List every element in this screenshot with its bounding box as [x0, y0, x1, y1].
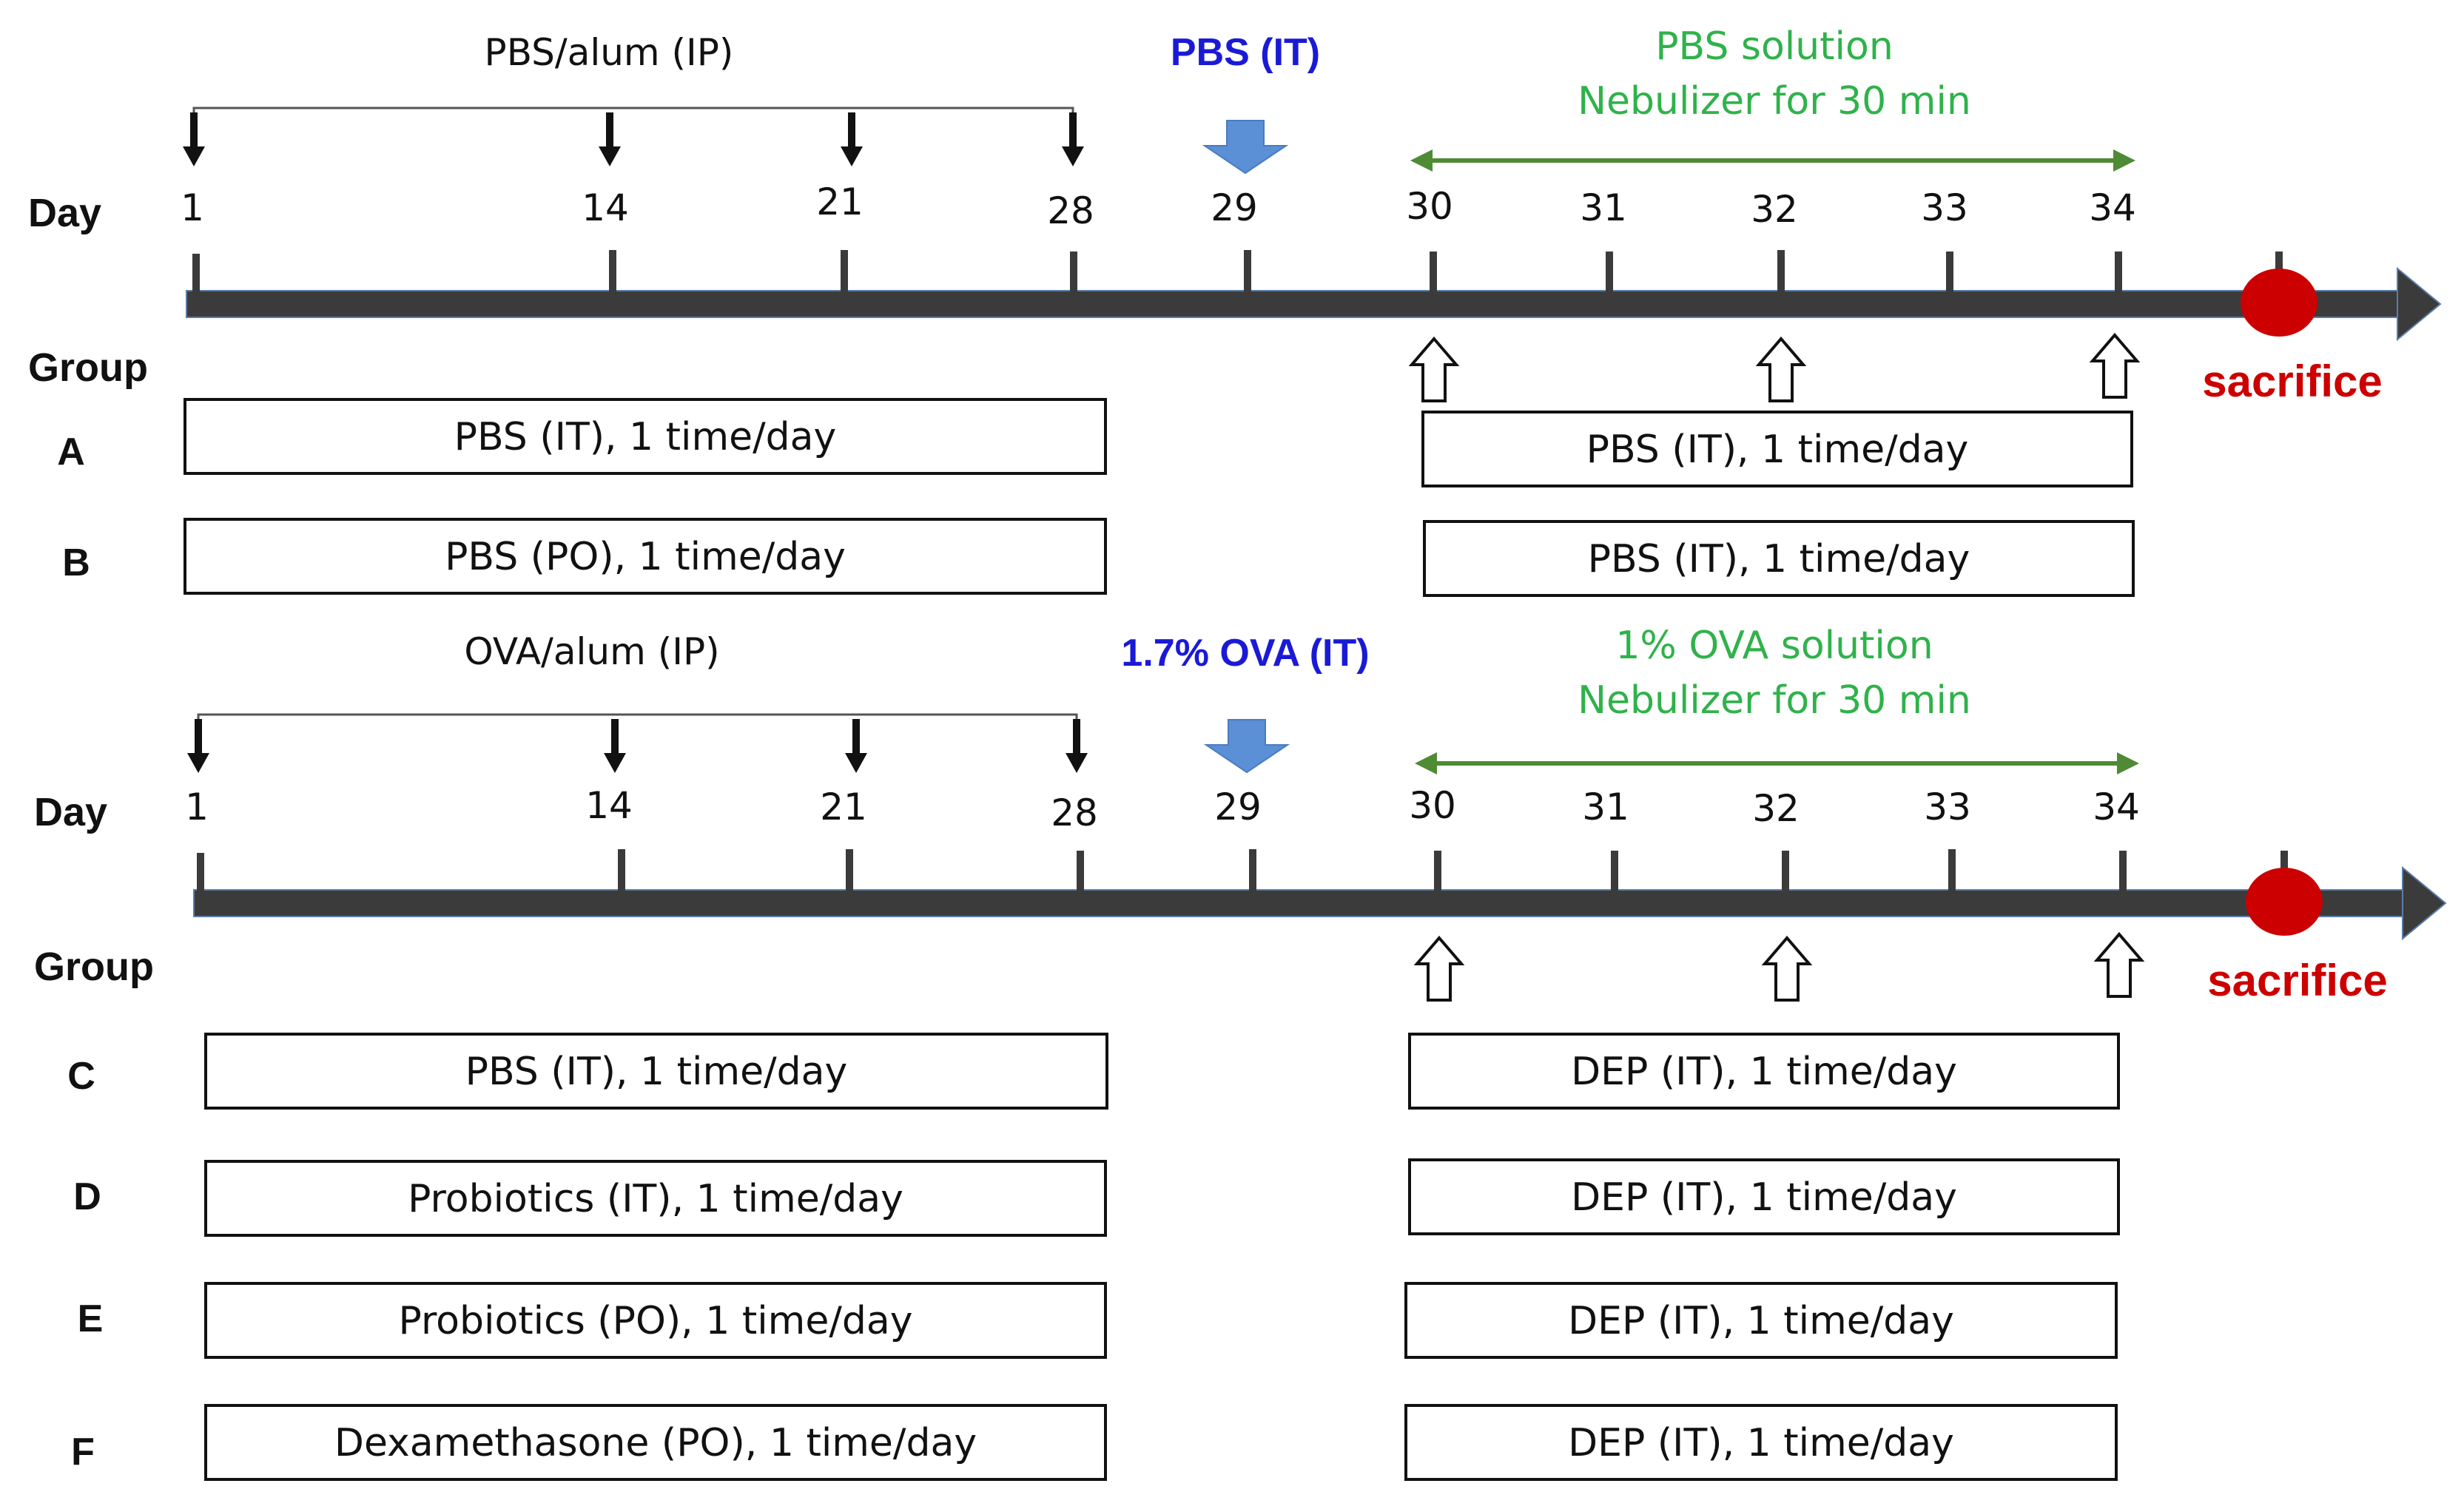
treatment-arrow-icon	[1408, 336, 1460, 402]
post-treatment-text: DEP (IT), 1 time/day	[1568, 1299, 1954, 1343]
day-tick-label: 32	[1751, 188, 1798, 231]
pre-treatment-text: PBS (PO), 1 time/day	[445, 535, 846, 579]
pre-treatment-box	[204, 1404, 1107, 1481]
group-label: Group	[34, 945, 154, 989]
post-treatment-box	[1421, 411, 2133, 487]
day-tick-label: 31	[1580, 186, 1627, 229]
day-tick-label: 30	[1406, 185, 1453, 228]
injection-arrow-icon	[604, 719, 626, 773]
injection-arrow-icon	[187, 719, 209, 773]
post-treatment-text: PBS (IT), 1 time/day	[1588, 537, 1970, 581]
day-tick-label: 29	[1214, 786, 1262, 828]
sacrifice-marker	[2241, 269, 2317, 337]
sacrifice-marker	[2246, 868, 2323, 936]
challenge-arrow-icon	[1202, 120, 1289, 175]
sensitization-label: PBS/alum (IP)	[485, 31, 734, 74]
day-tick-label: 33	[1921, 186, 1968, 229]
pre-treatment-text: PBS (IT), 1 time/day	[465, 1050, 848, 1094]
post-treatment-text: DEP (IT), 1 time/day	[1568, 1421, 1954, 1465]
post-treatment-box	[1404, 1282, 2118, 1359]
day-tick-label: 1	[185, 786, 209, 828]
injection-arrow-icon	[1062, 112, 1084, 166]
group-name: D	[73, 1175, 101, 1218]
day-tick-label: 28	[1051, 791, 1098, 834]
day-tick-label: 30	[1409, 784, 1456, 827]
pre-treatment-text: PBS (IT), 1 time/day	[454, 415, 837, 459]
pre-treatment-text: Probiotics (PO), 1 time/day	[399, 1299, 913, 1343]
day-ticks	[197, 849, 2288, 891]
day-tick-label: 21	[816, 180, 864, 223]
day-tick-label: 29	[1211, 186, 1258, 229]
post-treatment-box	[1408, 1033, 2120, 1110]
sacrifice-label: sacrifice	[2207, 956, 2388, 1005]
day-label: Day	[28, 191, 101, 235]
panel-bottom: OVA/alum (IP) 1.7% OVA (IT) 1% OVA solut…	[34, 624, 2447, 1481]
day-tick-label: 32	[1752, 787, 1800, 830]
post-treatment-text: DEP (IT), 1 time/day	[1571, 1175, 1957, 1220]
injection-arrow-icon	[183, 112, 205, 166]
nebulizer-label-line2: Nebulizer for 30 min	[1578, 678, 1971, 723]
group-label: Group	[28, 345, 148, 390]
panel-top: PBS/alum (IP) PBS (IT) PBS solution Nebu…	[28, 24, 2442, 597]
challenge-label: 1.7% OVA (IT)	[1121, 632, 1369, 675]
post-treatment-box	[1408, 1158, 2120, 1235]
treatment-arrow-icon	[1761, 935, 1813, 1002]
pre-treatment-box	[204, 1282, 1107, 1359]
day-label: Day	[34, 790, 107, 834]
pre-treatment-box	[184, 398, 1107, 475]
post-treatment-box	[1423, 520, 2135, 597]
day-tick-label: 33	[1924, 786, 1971, 828]
sensitization-label: OVA/alum (IP)	[464, 630, 719, 673]
pre-treatment-box	[204, 1033, 1108, 1110]
day-tick-label: 28	[1047, 189, 1094, 232]
day-tick-label: 21	[820, 786, 867, 828]
group-name: A	[57, 431, 85, 473]
pre-treatment-text: Dexamethasone (PO), 1 time/day	[334, 1421, 977, 1465]
injection-arrow-icon	[845, 719, 867, 773]
day-tick-label: 1	[181, 186, 204, 229]
day-tick-label: 14	[582, 186, 629, 229]
pre-treatment-text: Probiotics (IT), 1 time/day	[408, 1177, 903, 1221]
nebulizer-label-line2: Nebulizer for 30 min	[1578, 79, 1971, 124]
group-name: C	[67, 1055, 95, 1098]
group-name: B	[62, 541, 90, 584]
challenge-label: PBS (IT)	[1171, 31, 1320, 74]
post-treatment-text: DEP (IT), 1 time/day	[1571, 1050, 1957, 1094]
sacrifice-label: sacrifice	[2202, 357, 2383, 406]
nebulizer-label-line1: PBS solution	[1655, 24, 1894, 69]
pre-treatment-box	[184, 518, 1107, 595]
injection-arrow-icon	[599, 112, 621, 166]
treatment-arrow-icon	[2089, 332, 2141, 399]
day-tick-label: 34	[2089, 186, 2136, 229]
treatment-arrow-icon	[1755, 336, 1807, 402]
sensitization-bracket	[197, 713, 1078, 721]
treatment-arrow-icon	[1413, 935, 1465, 1002]
injection-arrow-icon	[1066, 719, 1088, 773]
post-treatment-box	[1404, 1404, 2118, 1481]
treatment-arrow-icon	[2093, 931, 2145, 998]
sensitization-bracket	[192, 107, 1074, 115]
day-ticks	[192, 250, 2283, 292]
timeline-axis	[186, 266, 2442, 342]
day-tick-label: 34	[2093, 786, 2140, 828]
challenge-arrow-icon	[1203, 719, 1290, 774]
pre-treatment-box	[204, 1160, 1107, 1237]
day-tick-label: 14	[585, 784, 633, 827]
post-treatment-text: PBS (IT), 1 time/day	[1586, 428, 1969, 472]
timeline-axis	[193, 865, 2447, 941]
day-tick-label: 31	[1582, 786, 1629, 828]
group-name: F	[71, 1431, 95, 1473]
group-name: E	[78, 1297, 104, 1340]
nebulizer-label-line1: 1% OVA solution	[1615, 624, 1933, 668]
injection-arrow-icon	[841, 112, 863, 166]
